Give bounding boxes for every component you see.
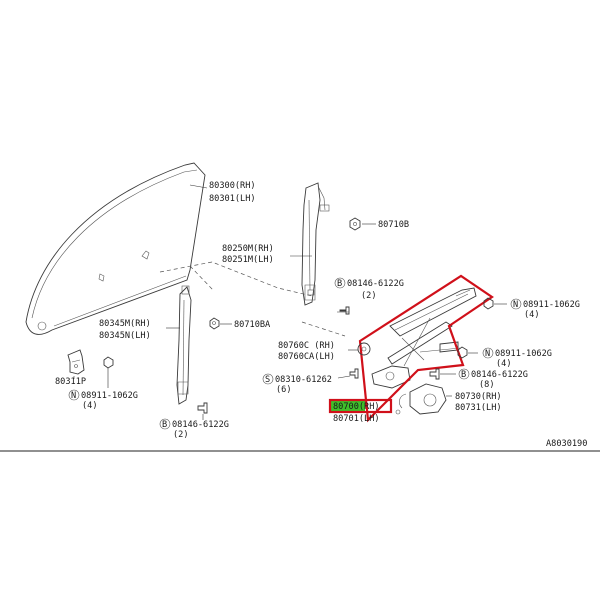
regulator-part-number-rh: 80700(RH) xyxy=(333,402,380,412)
front-glass-sash xyxy=(176,285,192,405)
screw-symbol: S xyxy=(262,373,274,385)
nut-upper-right xyxy=(483,297,494,310)
circle-b-symbol: B xyxy=(337,279,342,289)
door-glass xyxy=(25,162,206,335)
window-motor xyxy=(395,383,447,415)
nut-80710b-label: 80710B xyxy=(378,220,409,230)
bolt-left xyxy=(197,402,208,414)
nut-left-qty: (4) xyxy=(82,401,98,411)
glass-part-number-lh: 80301(LH) xyxy=(209,194,256,204)
nut-right-label: 08911-1062G xyxy=(495,349,552,359)
bolt-right-label: 08146-6122G xyxy=(471,370,528,380)
screw-label: 08310-61262 xyxy=(275,375,332,385)
sash-part-number-lh: 80345N(LH) xyxy=(99,331,151,341)
nut-right-qty: (4) xyxy=(496,359,512,369)
bolt-right-qty: (8) xyxy=(479,380,495,390)
nut-left xyxy=(103,356,114,369)
nut-upper-right-symbol: N xyxy=(510,298,522,310)
bolt-08146-top-qty: (2) xyxy=(361,291,377,301)
nut-right-symbol: N xyxy=(482,347,494,359)
glass-part-number-rh: 80300(RH) xyxy=(209,181,256,191)
bracket-80311p xyxy=(67,349,85,375)
window-regulator xyxy=(371,287,477,389)
diagram-code: A8030190 xyxy=(546,439,587,449)
nut-upper-right-qty: (4) xyxy=(524,310,540,320)
channel-part-number-rh: 80250M(RH) xyxy=(222,244,274,254)
screw-08310 xyxy=(349,368,359,379)
motor-part-number-rh: 80730(RH) xyxy=(455,392,502,402)
circle-s-symbol: S xyxy=(265,375,270,385)
nut-80710b xyxy=(349,217,361,231)
nut-80710ba-label: 80710BA xyxy=(234,320,271,330)
nut-left-label: 08911-1062G xyxy=(81,391,138,401)
circle-n-symbol-3: N xyxy=(485,349,490,359)
regulator-label-highlight xyxy=(331,401,365,411)
bolt-08146-top-label: 08146-6122G xyxy=(347,279,404,289)
bracket-80311p-label: 80311P xyxy=(55,377,86,387)
motor-part-number-lh: 80731(LH) xyxy=(455,403,502,413)
nut-left-symbol: N xyxy=(68,389,80,401)
bolt-channel xyxy=(337,306,350,315)
bolt-left-qty: (2) xyxy=(173,430,189,440)
circle-n-symbol: N xyxy=(71,391,76,401)
nut-80710ba xyxy=(209,317,220,330)
nut-right xyxy=(457,346,468,359)
channel-part-number-lh: 80251M(LH) xyxy=(222,255,274,265)
bolt-left-label: 08146-6122G xyxy=(172,420,229,430)
rear-glass-channel xyxy=(301,182,330,306)
circle-n-symbol-2: N xyxy=(513,300,518,310)
bolt-left-symbol: B xyxy=(159,418,171,430)
circle-b-symbol-3: B xyxy=(461,370,466,380)
sash-part-number-rh: 80345M(RH) xyxy=(99,319,151,329)
bolt-08146-top-symbol: B xyxy=(334,277,346,289)
regulator-part-number-lh: 80701(LH) xyxy=(333,414,380,424)
slider-part-number-lh: 80760CA(LH) xyxy=(278,352,335,362)
screw-qty: (6) xyxy=(276,385,292,395)
bolt-right xyxy=(429,368,440,380)
nut-upper-right-label: 08911-1062G xyxy=(523,300,580,310)
circle-b-symbol-2: B xyxy=(162,420,167,430)
slider-80760c xyxy=(357,342,371,356)
bolt-right-symbol: B xyxy=(458,368,470,380)
regulator-label-callout xyxy=(328,398,393,414)
slider-part-number-rh: 80760C (RH) xyxy=(278,341,335,351)
